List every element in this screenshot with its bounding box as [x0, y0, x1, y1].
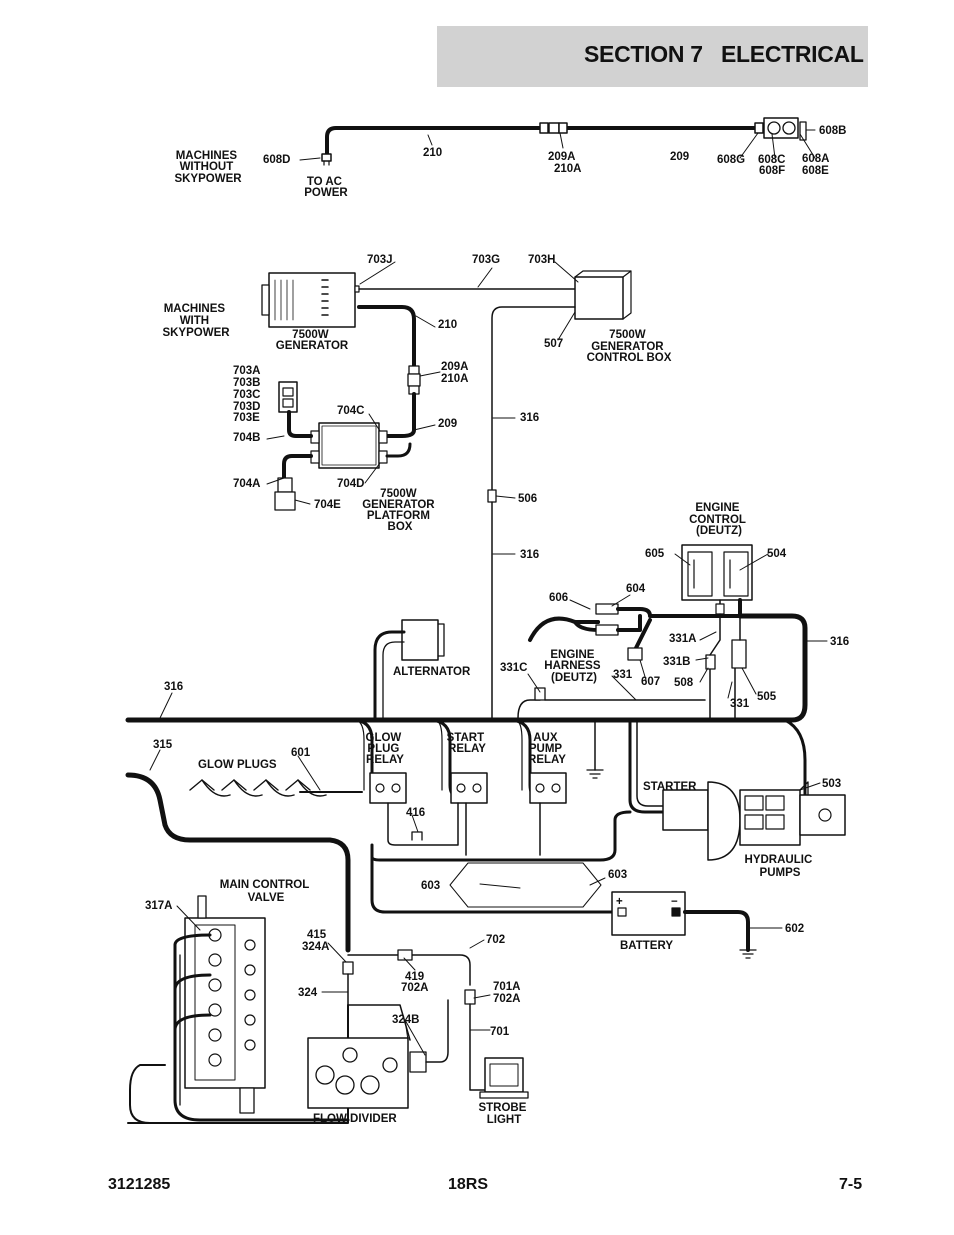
label-aux-pump-relay: AUX PUMP RELAY: [528, 732, 566, 766]
label-machines-with-skypower: MACHINES WITH SKYPOWER: [162, 303, 230, 339]
leader-lines: [149, 129, 828, 1056]
starter-and-pumps: [662, 781, 846, 861]
callout-324B: 324B: [392, 1014, 420, 1026]
callout-416: 416: [406, 807, 425, 819]
callout-317A: 317A: [145, 900, 173, 912]
label-glow-plug-relay: GLOW PLUG RELAY: [366, 732, 405, 766]
section-title: SECTION 7 ELECTRICAL: [584, 41, 864, 67]
callout-316-left: 316: [164, 681, 183, 693]
callout-209-top: 209: [670, 151, 689, 163]
label-flow-divider: FLOW DIVIDER: [313, 1113, 397, 1125]
callout-316-right: 316: [830, 636, 849, 648]
callout-507: 507: [544, 338, 563, 350]
engine-control-assembly: [528, 544, 753, 661]
battery-minus-sign: −: [671, 896, 678, 908]
callout-209A-top: 209A 210A: [548, 151, 582, 175]
callout-704A: 704A: [233, 478, 261, 490]
battery-circuit: [370, 810, 757, 959]
callout-704E: 704E: [314, 499, 341, 511]
callout-331C: 331C: [500, 662, 528, 674]
label-main-control-valve: MAIN CONTROL VALVE: [220, 879, 312, 904]
callout-209-mid: 209: [438, 418, 457, 430]
generator-system: [261, 270, 632, 511]
callout-331-a: 331: [613, 669, 633, 681]
callout-606: 606: [549, 592, 568, 604]
callout-608A: 608A 608E: [802, 153, 832, 177]
callout-331B: 331B: [663, 656, 691, 668]
callout-210-top: 210: [423, 147, 442, 159]
glow-plugs: [189, 779, 363, 797]
callout-704C: 704C: [337, 405, 365, 417]
callout-603-right: 603: [608, 869, 627, 881]
label-start-relay: START RELAY: [447, 732, 488, 755]
callout-703G: 703G: [472, 254, 500, 266]
callout-602: 602: [785, 923, 804, 935]
label-engine-control: ENGINE CONTROL (DEUTZ): [689, 502, 749, 537]
strobe-light: [479, 1057, 529, 1099]
callout-608B: 608B: [819, 125, 847, 137]
callout-508: 508: [674, 677, 694, 689]
relays: [369, 772, 567, 856]
label-glow-plugs: GLOW PLUGS: [198, 759, 277, 771]
callout-608C: 608C 608F: [758, 154, 789, 177]
alternator-assembly: [373, 619, 445, 720]
flow-divider: [307, 999, 449, 1109]
callout-415-324A: 415 324A: [302, 929, 330, 953]
callout-503: 503: [822, 778, 841, 790]
callout-505: 505: [757, 691, 777, 703]
label-to-ac-power: TO AC POWER: [304, 176, 348, 199]
callout-603-left: 603: [421, 880, 440, 892]
callout-316-a: 316: [520, 412, 539, 424]
callout-331-b: 331: [730, 698, 750, 710]
callout-701A-702A: 701A 702A: [493, 981, 523, 1005]
callout-315: 315: [153, 739, 173, 751]
callout-608G: 608G: [717, 154, 745, 166]
label-engine-harness: ENGINE HARNESS (DEUTZ): [544, 649, 603, 684]
label-machines-without-skypower: MACHINES WITHOUT SKYPOWER: [174, 150, 242, 185]
footer-model: 18RS: [448, 1176, 489, 1193]
label-strobe-light: STROBE LIGHT: [478, 1102, 529, 1126]
callout-601: 601: [291, 747, 311, 759]
callout-209A-mid: 209A 210A: [441, 361, 471, 385]
callout-506: 506: [518, 493, 537, 505]
callout-331A: 331A: [669, 633, 697, 645]
callout-316-b: 316: [520, 549, 539, 561]
callout-210-mid: 210: [438, 319, 457, 331]
footer-page-number: 7-5: [839, 1176, 863, 1193]
label-hydraulic-pumps: HYDRAULIC PUMPS: [745, 854, 816, 879]
callout-607: 607: [641, 676, 660, 688]
battery-plus-sign: +: [616, 896, 623, 908]
label-generator-platform-box: 7500W GENERATOR PLATFORM BOX: [362, 488, 438, 533]
callout-703J: 703J: [367, 254, 393, 266]
callout-703H: 703H: [528, 254, 556, 266]
label-generator: 7500W GENERATOR: [276, 329, 349, 352]
label-starter: STARTER: [643, 781, 697, 793]
footer-document-number: 3121285: [108, 1176, 171, 1193]
callout-504: 504: [767, 548, 787, 560]
callout-608D: 608D: [263, 154, 291, 166]
section-header-band: [437, 26, 868, 87]
callout-704B: 704B: [233, 432, 261, 444]
label-battery: BATTERY: [620, 940, 673, 952]
callout-704D: 704D: [337, 478, 365, 490]
callout-604: 604: [626, 583, 646, 595]
callout-703A-E: 703A 703B 703C 703D 703E: [233, 365, 264, 424]
callout-701: 701: [490, 1026, 510, 1038]
callout-324: 324: [298, 987, 318, 999]
label-generator-control-box: 7500W GENERATOR CONTROL BOX: [587, 329, 672, 364]
main-control-valve: [127, 895, 350, 1124]
label-alternator: ALTERNATOR: [393, 666, 471, 678]
harness-without-skypower: [321, 117, 807, 166]
harness-315: [125, 772, 491, 1091]
callout-702: 702: [486, 934, 505, 946]
callout-419-702A: 419 702A: [401, 971, 429, 994]
callout-605: 605: [645, 548, 665, 560]
